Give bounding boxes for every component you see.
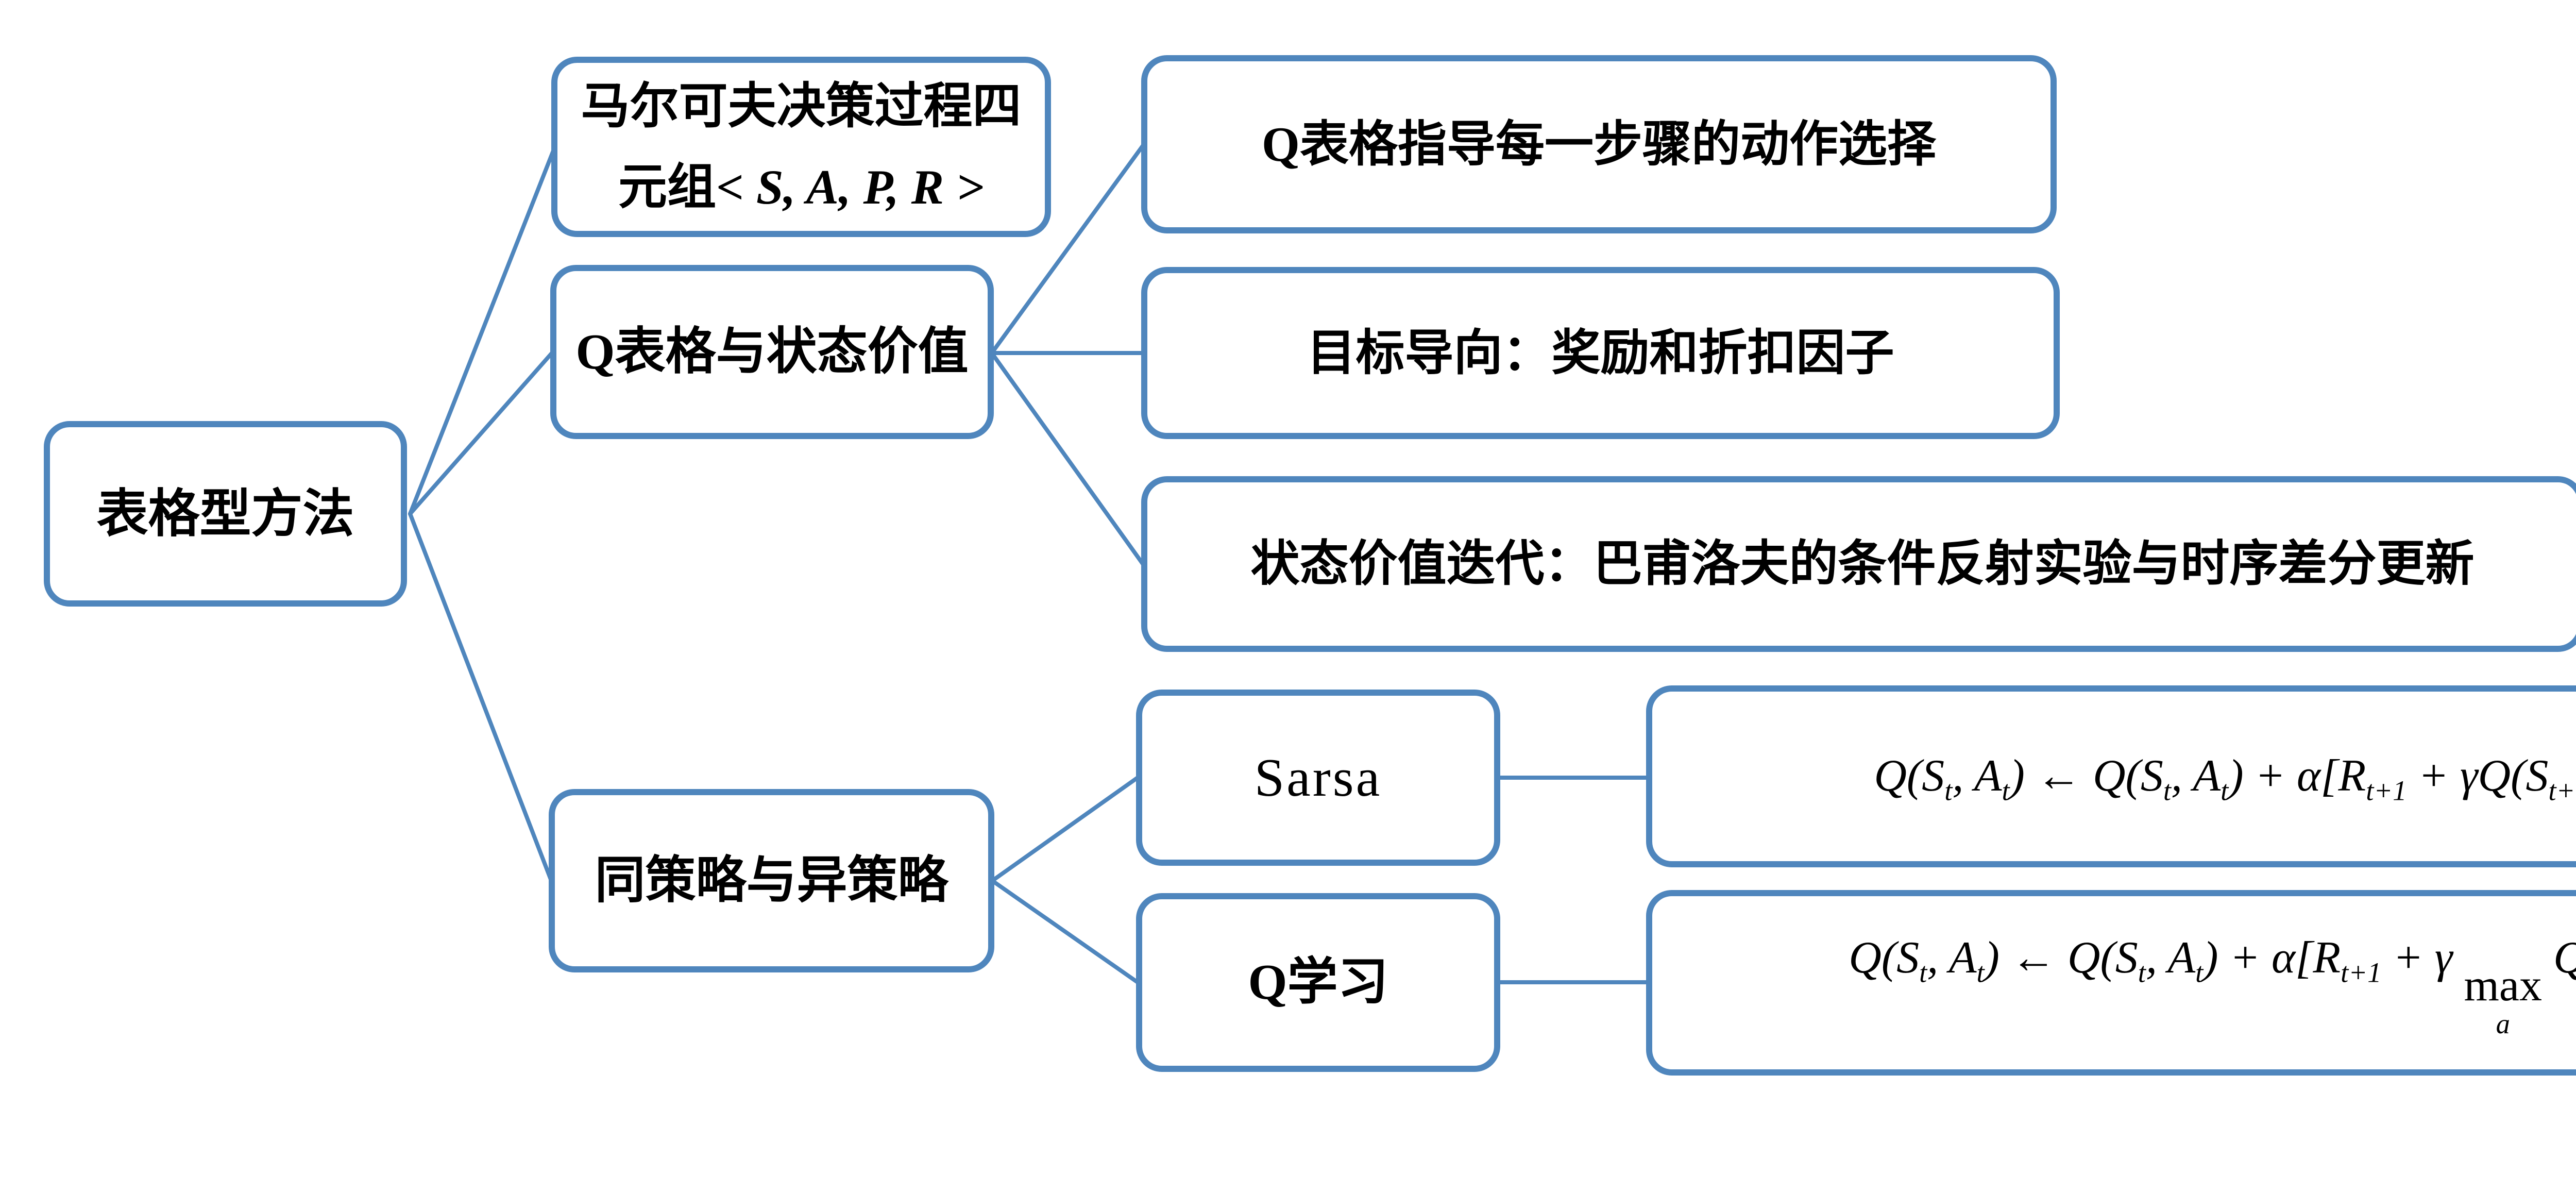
node-label: Sarsa [1254,747,1382,808]
node-onpolicy-offpolicy: 同策略与异策略 [549,789,994,972]
node-label: 同策略与异策略 [595,852,948,909]
node-label: Q学习 [1248,954,1388,1011]
node-leaf-state-value-iteration: 状态价值迭代：巴甫洛夫的条件反射实验与时序差分更新 [1141,476,2576,652]
node-qtable-state-value: Q表格与状态价值 [550,265,994,439]
node-label: Q表格与状态价值 [575,324,969,380]
node-qlearning: Q学习 [1136,893,1500,1072]
connector-qtable-leaf3 [990,351,1145,566]
node-sarsa-update-formula: Q(St, At) ← Q(St, At) + α[Rt+1 + γQ(St+1… [1646,685,2576,867]
node-root-tabular-methods: 表格型方法 [44,421,407,607]
node-label: 目标导向：奖励和折扣因子 [1307,325,1894,380]
node-leaf-qtable-action-selection: Q表格指导每一步骤的动作选择 [1141,55,2057,233]
node-label: 马尔可夫决策过程四元组< S, A, P, R > [581,79,1022,214]
connector-onoff-qlearning [990,879,1140,984]
node-leaf-goal-reward-discount: 目标导向：奖励和折扣因子 [1141,267,2060,439]
connector-root-mdp [408,147,556,516]
connector-qtable-leaf1 [990,144,1145,355]
formula-text: Q(St, At) ← Q(St, At) + α[Rt+1 + γQ(St+1… [1874,751,2576,807]
connector-root-qtable [408,350,555,516]
node-sarsa: Sarsa [1136,690,1500,866]
node-label: 表格型方法 [96,485,354,543]
mdp-tuple-math: < S, A, P, R > [716,160,985,214]
node-label: Q表格指导每一步骤的动作选择 [1262,116,1936,172]
connector-root-onoff [408,512,553,883]
node-label: 状态价值迭代：巴甫洛夫的条件反射实验与时序差分更新 [1250,536,2475,592]
connector-onoff-sarsa [990,776,1140,883]
node-mdp-tuple: 马尔可夫决策过程四元组< S, A, P, R > [551,57,1051,237]
